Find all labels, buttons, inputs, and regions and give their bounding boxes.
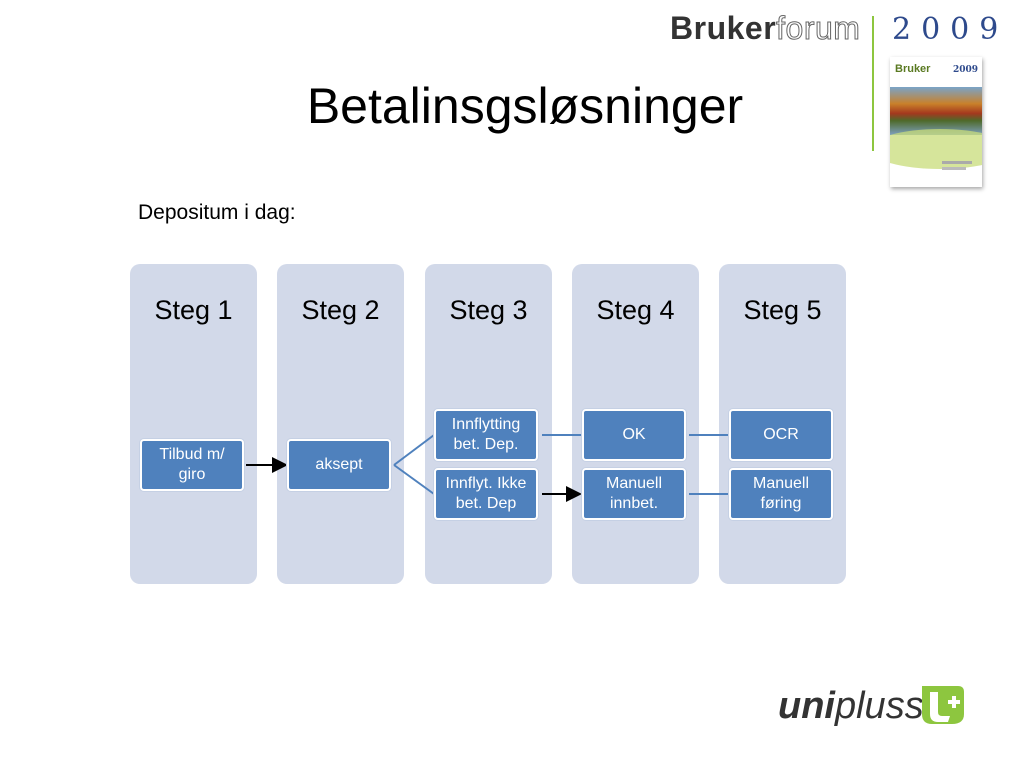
column-steg-2 [277,264,404,584]
column-label-steg-1: Steg 1 [154,295,233,325]
column-label-steg-5: Steg 5 [743,295,822,325]
brochure-header [890,57,982,91]
node-manuell-foring: Manuell føring [729,468,833,520]
node-label: Innflyt. Ikke bet. Dep [445,475,527,512]
node-innflyt-ikke-bet-dep: Innflyt. Ikke bet. Dep [434,468,538,520]
brochure-year: 2009 [952,65,978,75]
column-label-steg-4: Steg 4 [596,295,675,325]
unipluss-mark-icon [922,686,964,724]
node-label: Manuell føring [752,475,810,512]
column-label-steg-2: Steg 2 [301,295,380,325]
brochure-text-line [942,161,972,164]
unipluss-logo: unipluss [778,684,924,728]
node-aksept: aksept [287,439,391,491]
node-label: Innflytting bet. Dep. [451,416,521,453]
brukerforum-logo: Brukerforum [670,8,860,48]
brand-part-forum: forum [776,10,861,47]
node-tilbud-m-giro: Tilbud m/ giro [140,439,244,491]
brochure-photo [890,87,982,135]
uni-part-uni: uni [778,685,835,727]
node-manuell-innbet: Manuell innbet. [582,468,686,520]
brochure-brand: Bruker [895,63,931,75]
brochure-text-line [942,167,966,170]
node-label: OK [622,426,646,443]
brand-year: 2009 [892,12,1009,47]
slide-subtitle: Depositum i dag: [138,201,296,224]
brand-part-bruker: Bruker [670,10,777,46]
node-label: Tilbud m/ giro [159,446,225,483]
node-label: OCR [763,426,799,443]
node-label: Manuell innbet. [605,475,663,512]
node-label: aksept [315,456,363,473]
node-ok: OK [582,409,686,461]
node-innflytting-bet-dep: Innflytting bet. Dep. [434,409,538,461]
brochure-thumbnail: Bruker 2009 [890,57,982,187]
slide-title: Betalinsgsløsninger [306,78,744,134]
column-steg-1 [130,264,257,584]
column-label-steg-3: Steg 3 [449,295,528,325]
brand-divider [872,16,874,151]
node-ocr: OCR [729,409,833,461]
uni-part-pluss: pluss [834,685,924,727]
